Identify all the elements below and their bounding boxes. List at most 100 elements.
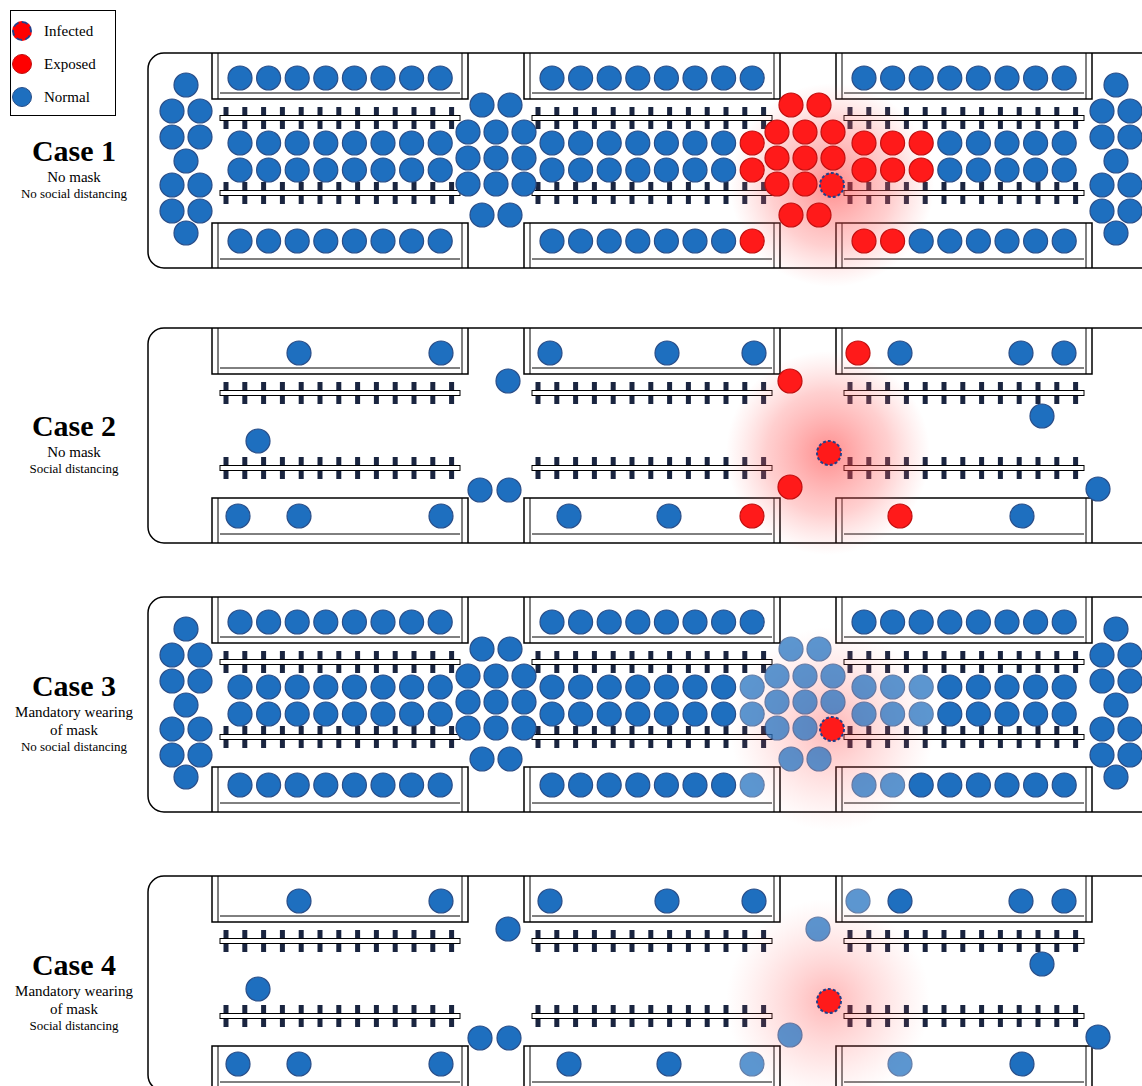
bench-side (842, 53, 1086, 99)
passenger (468, 478, 492, 502)
passenger (228, 229, 252, 253)
rail (220, 191, 460, 196)
passenger (1090, 643, 1114, 667)
passenger (400, 229, 424, 253)
passenger (557, 1052, 581, 1076)
bench (212, 1046, 468, 1086)
passenger (1118, 125, 1142, 149)
bench-side (530, 328, 774, 374)
rail (532, 660, 772, 665)
passenger (765, 664, 789, 688)
rail (220, 735, 460, 740)
passenger (995, 229, 1019, 253)
bench (212, 597, 468, 643)
bench (836, 597, 1092, 643)
passenger (314, 773, 338, 797)
passenger (1024, 702, 1048, 726)
passenger (712, 610, 736, 634)
passenger (160, 173, 184, 197)
passenger (470, 747, 494, 771)
passenger (742, 889, 766, 913)
passenger (712, 702, 736, 726)
passenger (512, 172, 536, 196)
bench-side (218, 328, 462, 374)
passenger (285, 702, 309, 726)
passenger (160, 125, 184, 149)
passenger (287, 889, 311, 913)
passenger (342, 131, 366, 155)
passenger (400, 702, 424, 726)
bench-edge (220, 916, 460, 917)
passenger (1086, 1025, 1110, 1049)
passenger (1090, 669, 1114, 693)
passenger (371, 229, 395, 253)
passenger (712, 229, 736, 253)
passenger (429, 889, 453, 913)
passenger (285, 229, 309, 253)
passenger (1104, 149, 1128, 173)
passenger (512, 716, 536, 740)
passenger (742, 341, 766, 365)
exposed-passenger (852, 229, 876, 253)
passenger (470, 93, 494, 117)
passenger (1118, 717, 1142, 741)
passenger (287, 504, 311, 528)
passenger (807, 747, 831, 771)
passenger (228, 158, 252, 182)
passenger (1090, 125, 1114, 149)
bench-edge (220, 259, 460, 260)
bench-edge (532, 637, 772, 638)
mask-condition: No mask (15, 168, 133, 186)
passenger (852, 773, 876, 797)
passenger (1118, 99, 1142, 123)
passenger (938, 702, 962, 726)
bench-edge (220, 637, 460, 638)
passenger (1090, 99, 1114, 123)
passenger (342, 675, 366, 699)
bench-side (218, 223, 462, 268)
passenger (371, 158, 395, 182)
legend-swatch (12, 21, 32, 41)
passenger (538, 341, 562, 365)
passenger (793, 716, 817, 740)
passenger (569, 66, 593, 90)
passenger (626, 66, 650, 90)
passenger (712, 158, 736, 182)
passenger (740, 610, 764, 634)
passenger (765, 716, 789, 740)
bench-side (218, 1046, 462, 1086)
passenger (246, 977, 270, 1001)
exposed-passenger (846, 341, 870, 365)
passenger (683, 773, 707, 797)
passenger (569, 773, 593, 797)
passenger (228, 675, 252, 699)
bench-side (218, 498, 462, 543)
legend-label: Normal (44, 89, 90, 106)
distancing-condition: Social distancing (0, 461, 148, 477)
passenger (246, 429, 270, 453)
passenger (512, 120, 536, 144)
legend-entry: Infected (12, 19, 93, 43)
passenger (400, 158, 424, 182)
passenger (569, 131, 593, 155)
bench (524, 597, 780, 643)
passenger (740, 773, 764, 797)
bench-edge (220, 93, 460, 94)
passenger (512, 664, 536, 688)
passenger (160, 743, 184, 767)
exposed-passenger (881, 229, 905, 253)
passenger (654, 702, 678, 726)
passenger (314, 610, 338, 634)
passenger (470, 203, 494, 227)
passenger (966, 66, 990, 90)
passenger (966, 610, 990, 634)
passenger (160, 669, 184, 693)
passenger (1052, 889, 1076, 913)
passenger (160, 99, 184, 123)
passenger (654, 66, 678, 90)
passenger (626, 229, 650, 253)
passenger (400, 131, 424, 155)
rail (532, 116, 772, 121)
case-label: Case 4Mandatory wearing of maskSocial di… (0, 948, 148, 1034)
passenger (314, 158, 338, 182)
